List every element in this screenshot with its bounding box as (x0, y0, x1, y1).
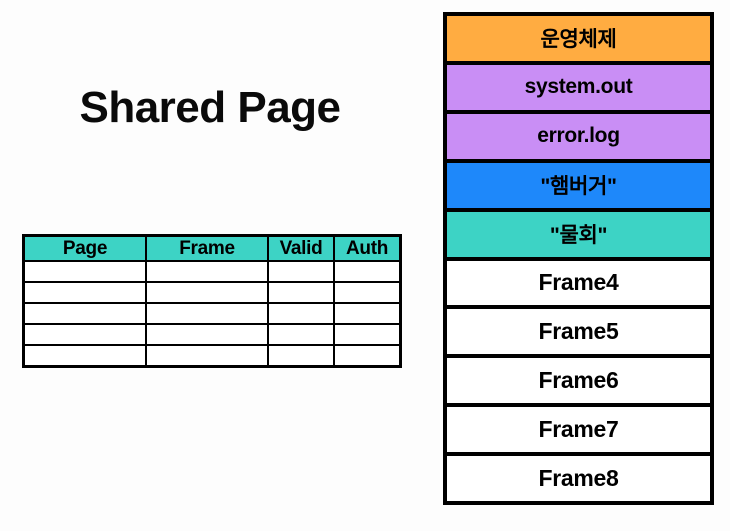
memory-row-os: 운영체제 (447, 16, 710, 65)
cell-auth[interactable] (333, 344, 402, 368)
cell-auth[interactable] (333, 302, 402, 325)
memory-row-frame4: Frame4 (447, 260, 710, 310)
cell-page[interactable] (22, 302, 147, 325)
table-row (22, 323, 402, 346)
memory-row-frame8: Frame8 (447, 456, 710, 502)
cell-frame[interactable] (145, 260, 269, 283)
table-row (22, 344, 402, 368)
column-header-page: Page (22, 234, 147, 262)
memory-row-mulhoe: "물회" (447, 211, 710, 261)
page-title: Shared Page (79, 83, 341, 132)
cell-page[interactable] (22, 260, 147, 283)
memory-row-frame6: Frame6 (447, 358, 710, 408)
cell-valid[interactable] (267, 323, 335, 346)
memory-row-system-out: system.out (447, 64, 710, 114)
column-header-frame: Frame (145, 234, 269, 262)
table-row (22, 302, 402, 325)
cell-auth[interactable] (333, 323, 402, 346)
cell-auth[interactable] (333, 281, 402, 304)
memory-stack: 운영체제 system.out error.log "햄버거" "물회" Fra… (443, 12, 714, 505)
cell-frame[interactable] (145, 323, 269, 346)
cell-valid[interactable] (267, 260, 335, 283)
memory-row-error-log: error.log (447, 113, 710, 163)
memory-row-frame7: Frame7 (447, 407, 710, 457)
page-table-header-row: Page Frame Valid Auth (22, 234, 402, 262)
memory-row-hamburger: "햄버거" (447, 162, 710, 212)
cell-frame[interactable] (145, 281, 269, 304)
cell-page[interactable] (22, 323, 147, 346)
cell-page[interactable] (22, 281, 147, 304)
cell-frame[interactable] (145, 302, 269, 325)
cell-valid[interactable] (267, 302, 335, 325)
memory-row-frame5: Frame5 (447, 309, 710, 359)
left-panel: Shared Page Page Frame Valid Auth (22, 83, 402, 368)
cell-valid[interactable] (267, 281, 335, 304)
table-row (22, 260, 402, 283)
cell-auth[interactable] (333, 260, 402, 283)
page-table: Page Frame Valid Auth (22, 234, 402, 368)
cell-frame[interactable] (145, 344, 269, 368)
cell-page[interactable] (22, 344, 147, 368)
column-header-valid: Valid (267, 234, 335, 262)
table-row (22, 281, 402, 304)
column-header-auth: Auth (333, 234, 402, 262)
cell-valid[interactable] (267, 344, 335, 368)
